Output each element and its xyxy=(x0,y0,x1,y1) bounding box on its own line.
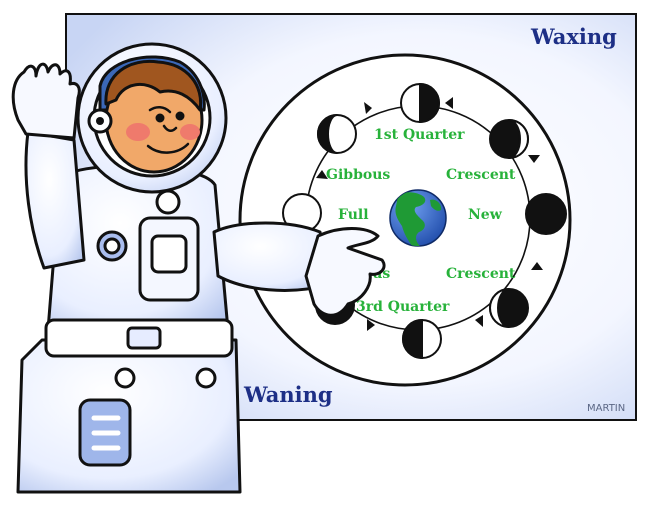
moon-waxing-crescent xyxy=(489,119,529,159)
waving-glove xyxy=(11,62,81,140)
orbit-arrow xyxy=(528,155,540,163)
chest-hose-ring xyxy=(155,189,181,215)
astronaut-hair xyxy=(104,59,203,112)
label-crescent-top: Crescent xyxy=(446,167,516,183)
earth-continent xyxy=(395,192,426,246)
label-crescent-bottom: Crescent xyxy=(446,266,516,282)
waving-arm xyxy=(24,130,86,270)
orbit-arrow xyxy=(445,97,453,109)
orbit-arrow xyxy=(316,170,328,179)
waning-title: Waning xyxy=(243,382,333,407)
knee-rivet xyxy=(114,367,136,389)
label-third-quarter: 3rd Quarter xyxy=(356,299,450,315)
moon-third-quarter xyxy=(402,318,442,360)
earth-globe xyxy=(389,189,447,247)
orbit-arrow xyxy=(475,315,483,327)
artist-credit: MARTIN xyxy=(587,403,625,414)
waxing-title: Waxing xyxy=(530,24,617,49)
earth-continent xyxy=(430,199,442,211)
moon-waxing-gibbous xyxy=(317,114,357,154)
knee-rivet xyxy=(195,367,217,389)
moon-waning-crescent xyxy=(489,288,529,328)
orbit-arrows xyxy=(316,97,543,331)
label-full: Full xyxy=(338,207,369,223)
pointing-glove xyxy=(304,227,386,317)
moon-new xyxy=(525,193,567,235)
label-gibbous-top: Gibbous xyxy=(326,167,390,183)
moon-phase-markers xyxy=(282,82,567,360)
orbit-arrow xyxy=(531,262,543,270)
label-new: New xyxy=(468,207,503,223)
astronaut-face xyxy=(98,55,206,174)
phase-labels: 1st Quarter Gibbous Crescent Full New Cr… xyxy=(326,127,516,315)
belt-buckle xyxy=(126,326,162,350)
orbit-arrow xyxy=(367,319,375,331)
astronaut-figure xyxy=(11,42,386,494)
orbit-arrow xyxy=(364,102,372,114)
label-first-quarter: 1st Quarter xyxy=(374,127,465,143)
moon-first-quarter xyxy=(400,82,440,124)
